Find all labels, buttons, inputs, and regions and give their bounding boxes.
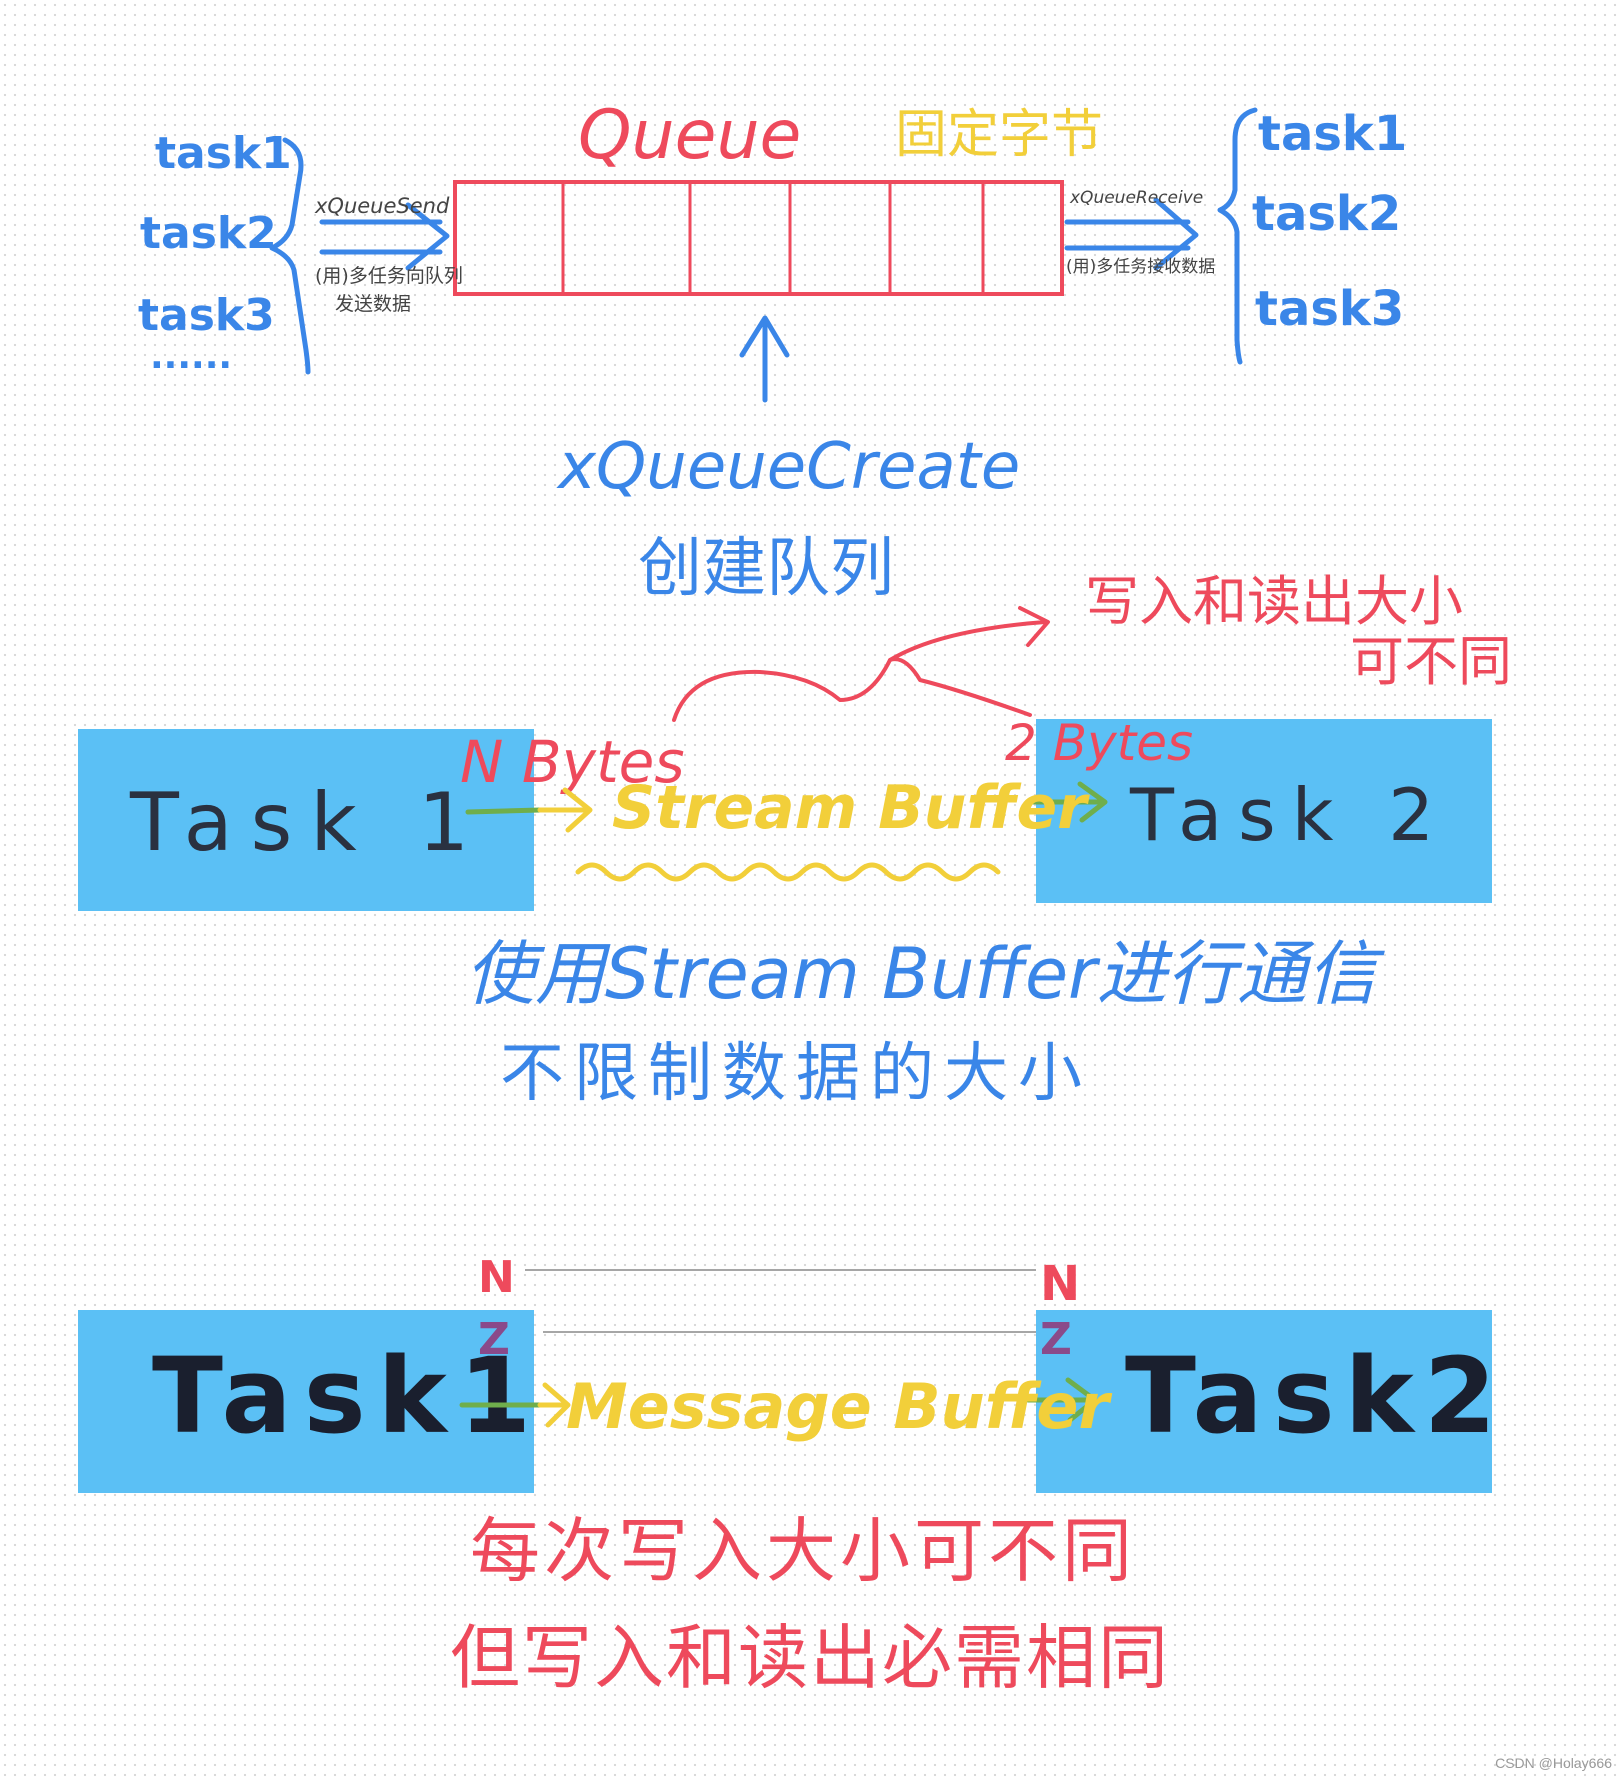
size-note-arrow <box>888 606 1050 662</box>
send-note-line2: 发送数据 <box>335 293 411 315</box>
queue-title: Queue <box>578 96 801 175</box>
left-task-2: task2 <box>140 208 277 259</box>
message-out-arrow <box>1025 1377 1098 1423</box>
size-note-curve <box>672 657 1032 722</box>
right-task-2: task2 <box>1252 186 1401 242</box>
message-buffer-label: Message Buffer <box>566 1370 1112 1443</box>
stream-desc-line2: 不限制数据的大小 <box>500 1037 1092 1111</box>
size-note-line1: 写入和读出大小 <box>1085 570 1463 633</box>
stream-in-arrow <box>465 787 593 833</box>
message-task2-label: Task2 <box>1125 1335 1506 1457</box>
queue-section: Queue 固定字节 task1 task2 task3 ...... xQue… <box>138 96 1407 606</box>
create-arrow <box>739 315 790 403</box>
send-label: xQueueSend <box>314 194 450 218</box>
right-task-3: task3 <box>1255 281 1404 337</box>
stream-buffer-label: Stream Buffer <box>612 773 1090 843</box>
stream-out-arrow <box>1025 781 1108 823</box>
right-task-1: task1 <box>1258 106 1407 162</box>
message-task2-box <box>1036 1310 1492 1493</box>
message-task1-label: Task1 <box>152 1335 543 1457</box>
create-label: xQueueCreate <box>556 430 1020 504</box>
stream-task2-label: Task 2 <box>1129 773 1450 857</box>
receive-arrow <box>1064 197 1199 271</box>
stream-task2-box <box>1036 719 1492 903</box>
send-arrow <box>319 202 450 271</box>
message-desc-line2: 但写入和读出必需相同 <box>450 1617 1170 1699</box>
left-task-1: task1 <box>155 128 292 179</box>
stream-task1-label: Task 1 <box>129 776 487 869</box>
message-section: Task1 Task2 N Z N Z Message Buffer 每次写入大… <box>78 1252 1506 1699</box>
receive-label: xQueueReceive <box>1069 188 1203 208</box>
stream-in-bytes: N Bytes <box>460 728 685 796</box>
message-out-n: N <box>1040 1256 1080 1312</box>
receive-note: (用)多任务接收数据 <box>1066 257 1215 277</box>
left-task-3: task3 <box>138 290 275 341</box>
queue-title-note: 固定字节 <box>895 105 1103 165</box>
create-note: 创建队列 <box>638 532 894 606</box>
message-in-z: Z <box>478 1314 510 1365</box>
stream-buffer-wave <box>575 862 1001 882</box>
size-note-line2: 可不同 <box>1350 630 1512 693</box>
message-task1-box <box>78 1310 534 1493</box>
message-desc-line1: 每次写入大小可不同 <box>470 1510 1136 1592</box>
left-task-ellipsis: ...... <box>150 336 232 377</box>
message-out-z: Z <box>1040 1314 1072 1365</box>
stream-task1-box <box>78 729 534 911</box>
stream-desc-line1: 使用Stream Buffer进行通信 <box>465 933 1386 1015</box>
left-brace <box>269 137 311 375</box>
send-note-line1: (用)多任务向队列 <box>315 265 463 287</box>
message-in-n: N <box>478 1252 515 1303</box>
stream-section: Task 1 Task 2 写入和读出大小 可不同 N Bytes 2 Byte… <box>78 570 1512 1111</box>
watermark: CSDN @Holay666 <box>1495 1755 1612 1771</box>
stream-out-bytes: 2 Bytes <box>1005 714 1193 772</box>
queue-box <box>453 180 1064 296</box>
right-brace <box>1217 107 1258 365</box>
message-in-arrow <box>459 1382 571 1428</box>
